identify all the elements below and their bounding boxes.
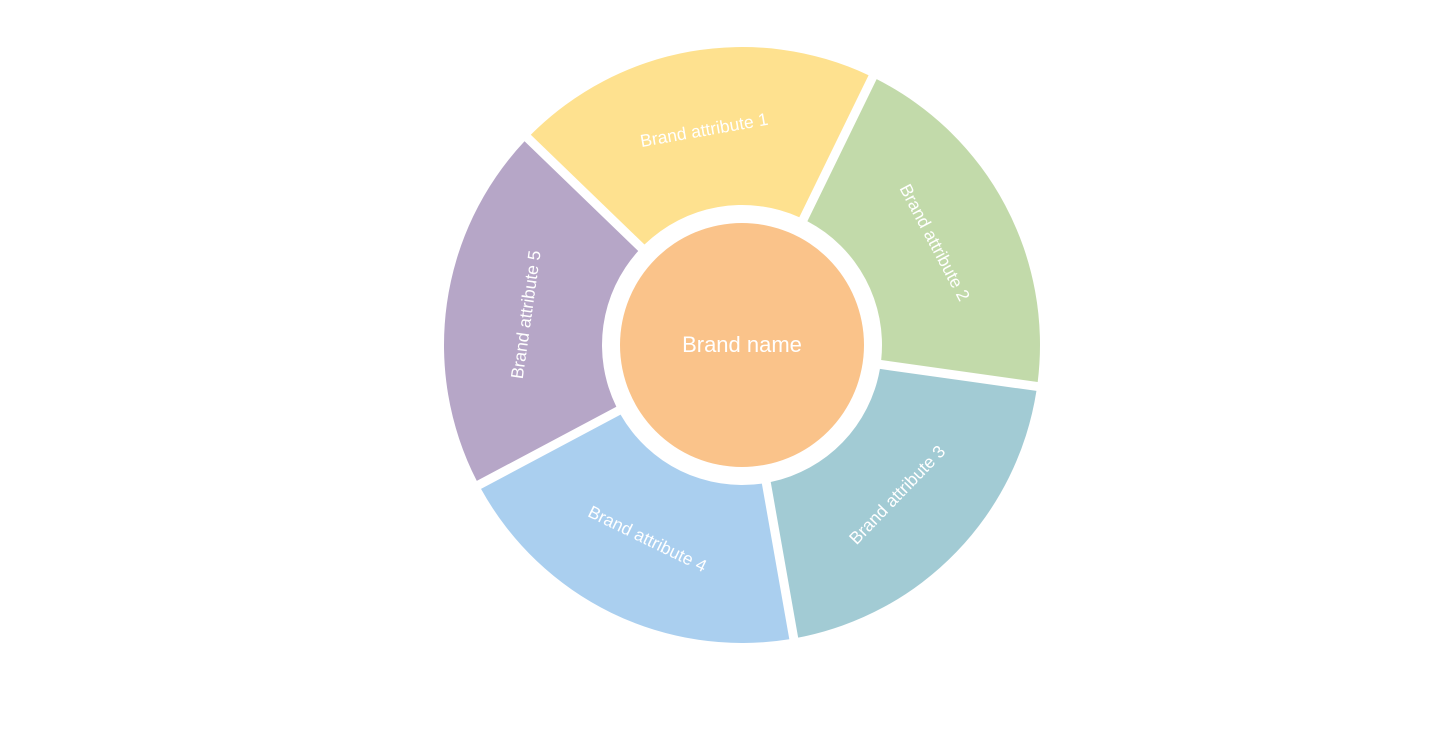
segment-1: [530, 47, 869, 245]
segment-4: [481, 414, 790, 644]
segment-3: [770, 368, 1037, 638]
center-label: Brand name: [682, 332, 802, 357]
segment-5: [444, 141, 639, 481]
center-circle: [620, 223, 864, 467]
segment-2: [807, 79, 1040, 383]
